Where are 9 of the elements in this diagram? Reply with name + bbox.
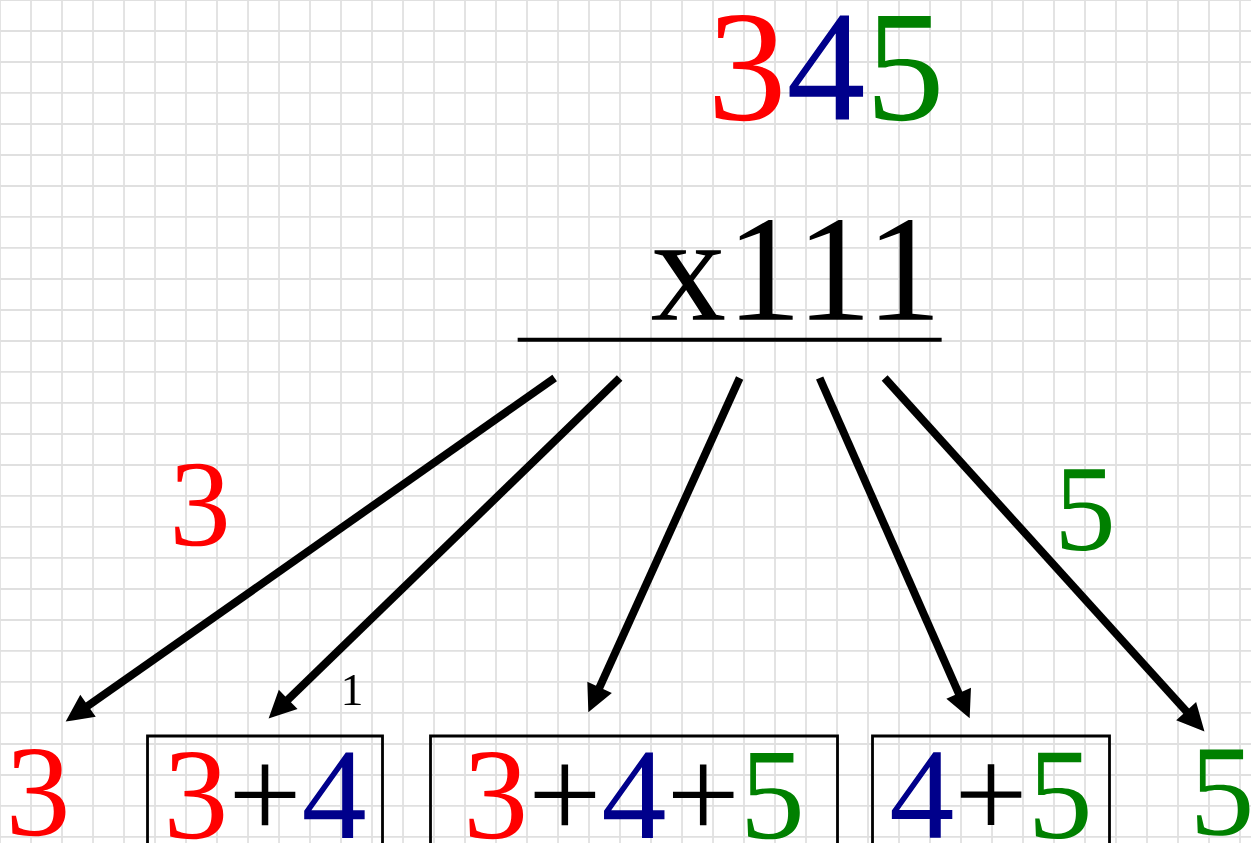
sum-box: 3+4 <box>146 734 384 843</box>
edge-label: 5 <box>1061 469 1111 551</box>
digit: 5 <box>1197 749 1250 836</box>
underlined-multiplier: x111 <box>517 219 942 342</box>
digit: 3 <box>11 748 66 837</box>
carry-digit: 1 <box>344 674 361 706</box>
sum-box: 3+4+5 <box>429 734 839 843</box>
edge-label: 3 <box>175 463 226 547</box>
sum-box: 4+5 <box>871 734 1111 843</box>
